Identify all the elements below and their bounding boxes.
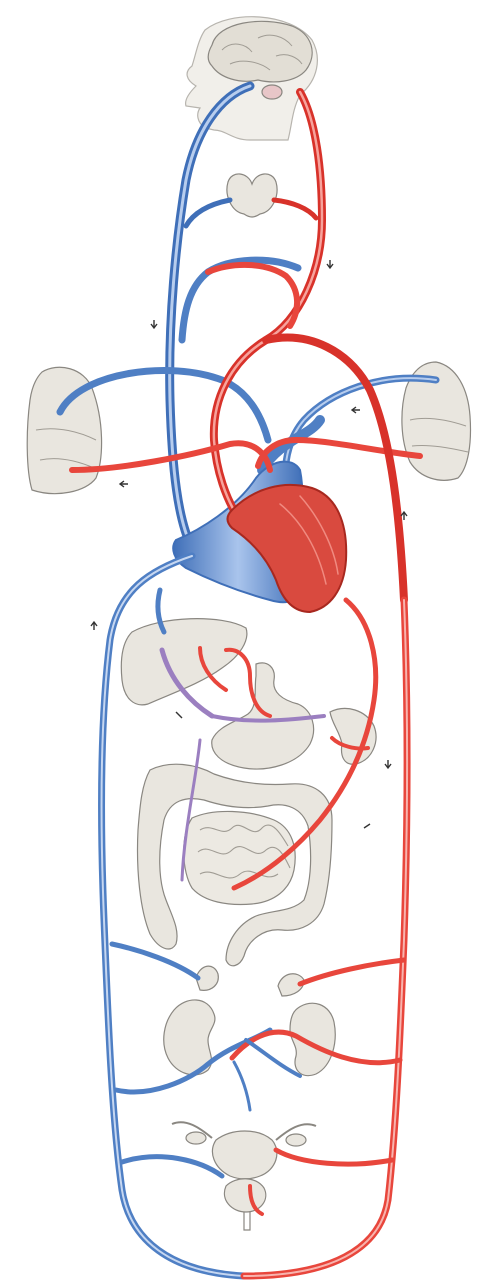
right-ovary (286, 1134, 306, 1146)
stomach (212, 663, 314, 769)
brain (208, 21, 312, 82)
right-kidney (290, 1003, 335, 1075)
left-ovary (186, 1132, 206, 1144)
uterus (212, 1131, 276, 1179)
bladder (224, 1179, 265, 1212)
thyroid (227, 174, 277, 217)
pituitary (262, 85, 282, 99)
